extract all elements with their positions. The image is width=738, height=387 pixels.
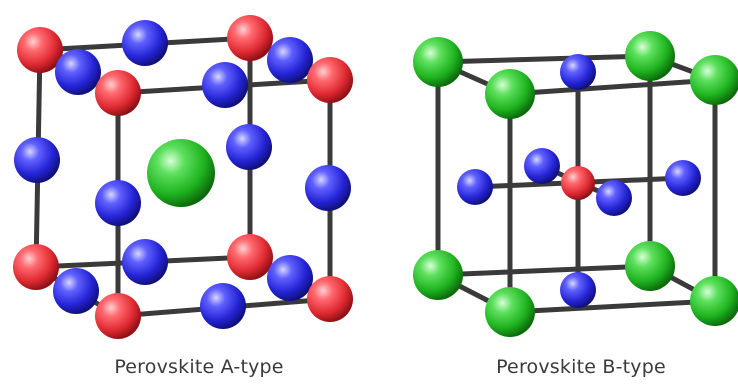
a-type-unit-cell <box>13 15 353 339</box>
atom-green <box>690 55 738 105</box>
atom-red <box>17 27 63 73</box>
atom-green <box>147 139 215 207</box>
atom-blue <box>305 165 351 211</box>
atom-red <box>227 15 273 61</box>
atom-blue <box>122 20 168 66</box>
atom-blue <box>200 283 246 329</box>
caption-perovskite-a-type: Perovskite A-type <box>114 356 284 378</box>
atom-red <box>227 234 273 280</box>
atom-blue <box>457 169 493 205</box>
atom-blue <box>267 37 313 83</box>
atom-blue <box>122 239 168 285</box>
atom-green <box>485 287 535 337</box>
caption-perovskite-b-type: Perovskite B-type <box>496 356 666 378</box>
atom-blue <box>95 180 141 226</box>
atom-green <box>625 241 675 291</box>
atom-red <box>561 166 595 200</box>
b-type-atoms <box>413 31 738 337</box>
atom-blue <box>202 62 248 108</box>
atom-blue <box>14 137 60 183</box>
atom-blue <box>53 268 99 314</box>
atom-green <box>413 37 463 87</box>
atom-green <box>690 276 738 326</box>
atom-green <box>413 250 463 300</box>
atom-blue <box>226 124 272 170</box>
b-type-unit-cell <box>413 31 738 337</box>
atom-red <box>95 293 141 339</box>
atom-blue <box>267 255 313 301</box>
atom-blue <box>524 148 560 184</box>
atom-red <box>307 57 353 103</box>
atom-green <box>625 31 675 81</box>
atom-blue <box>560 272 596 308</box>
atom-blue <box>665 160 701 196</box>
atom-green <box>485 69 535 119</box>
atom-red <box>307 276 353 322</box>
atom-blue <box>55 49 101 95</box>
a-type-atoms <box>13 15 353 339</box>
atom-red <box>13 244 59 290</box>
atom-blue <box>596 180 632 216</box>
atom-red <box>95 70 141 116</box>
atom-blue <box>560 54 596 90</box>
